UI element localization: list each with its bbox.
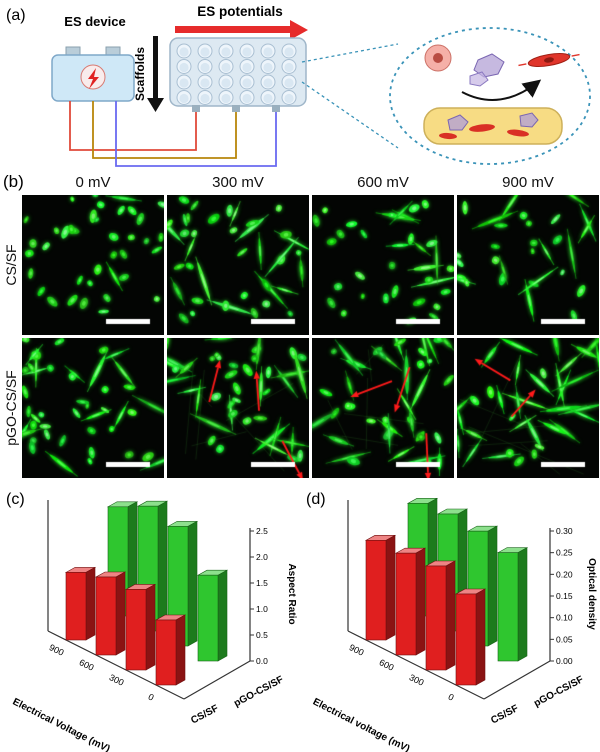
svg-text:Electrical voltage (mV): Electrical voltage (mV) (311, 697, 412, 752)
svg-text:600: 600 (78, 657, 96, 673)
svg-text:0.5: 0.5 (256, 630, 268, 640)
svg-text:pGO-CS/SF: pGO-CS/SF (532, 674, 585, 709)
seeded-cell (507, 129, 529, 137)
svg-text:0.15: 0.15 (556, 591, 573, 601)
plate-post (272, 105, 280, 112)
scaffold-slab (423, 107, 563, 145)
svg-text:300: 300 (108, 672, 126, 688)
svg-text:900: 900 (348, 642, 366, 658)
svg-text:0.10: 0.10 (556, 613, 573, 623)
svg-text:0.25: 0.25 (556, 548, 573, 558)
column-header-300mv: 300 mV (212, 174, 264, 191)
svg-text:(d): (d) (306, 491, 326, 508)
wire-red (69, 101, 197, 151)
differentiation-arrow (461, 79, 542, 101)
plate-wells (176, 43, 297, 105)
svg-text:Aspect Ratio: Aspect Ratio (286, 563, 297, 624)
svg-text:1.5: 1.5 (256, 578, 268, 588)
svg-text:Optical density: Optical density (586, 558, 597, 630)
svg-text:900: 900 (48, 642, 66, 658)
row-label-pgo-cs-sf: pGO-CS/SF (3, 370, 19, 446)
svg-text:0.05: 0.05 (556, 634, 573, 644)
well-plate (169, 37, 307, 112)
magnified-inset (389, 27, 591, 165)
micrograph-cs-sf-900mv (457, 195, 599, 335)
schematic-panel-a: (a) ES device ES potentials Scaffolds (6, 4, 591, 167)
aspect-ratio-chart: 0.0 0.5 1.0 1.5 2.0 2.5 900 600 300 0CS/SF pGO-CS/… (6, 491, 297, 752)
wires (69, 101, 277, 167)
svg-text:0.30: 0.30 (556, 526, 573, 536)
micrograph-cs-sf-300mv (167, 195, 309, 335)
plate-post (192, 105, 200, 112)
go-flake (469, 71, 489, 87)
column-header-900mv: 900 mV (502, 174, 554, 191)
svg-text:300: 300 (408, 672, 426, 688)
go-flake (519, 112, 539, 128)
svg-text:2.0: 2.0 (256, 552, 268, 562)
magnify-line (301, 43, 399, 63)
es-potentials-arrow (175, 20, 308, 40)
elongated-cell (518, 52, 580, 68)
wire-gold (92, 101, 237, 159)
micrograph-cs-sf-600mv (312, 195, 454, 335)
svg-text:CS/SF: CS/SF (189, 703, 220, 727)
go-flake (447, 114, 469, 131)
column-header-600mv: 600 mV (357, 174, 409, 191)
svg-text:CS/SF: CS/SF (489, 703, 520, 727)
svg-text:Electrical Voltage (mV): Electrical Voltage (mV) (11, 696, 112, 752)
svg-text:(c): (c) (6, 491, 25, 508)
es-potentials-label: ES potentials (197, 4, 283, 19)
plate-post (232, 105, 240, 112)
micrograph-pgo-cs-sf-900mv (457, 338, 599, 478)
row-label-cs-sf: CS/SF (3, 244, 19, 286)
svg-text:0.0: 0.0 (256, 656, 268, 666)
round-cell-nucleus (433, 53, 443, 63)
es-device-label: ES device (64, 14, 125, 29)
svg-text:600: 600 (378, 657, 396, 673)
go-flake (473, 53, 505, 78)
svg-text:0.20: 0.20 (556, 569, 573, 579)
lightning-icon (88, 68, 99, 89)
seeded-cell (469, 124, 495, 132)
svg-text:0.00: 0.00 (556, 656, 573, 666)
svg-text:0: 0 (447, 692, 456, 703)
es-device-illustration: ES device (51, 14, 135, 102)
micrograph-cs-sf-0mv (22, 195, 164, 335)
svg-text:1.0: 1.0 (256, 604, 268, 614)
svg-text:2.5: 2.5 (256, 526, 268, 536)
optical-density-chart: 0.00 0.05 0.10 0.15 0.20 0.25 0.30 900 600 300 0CS… (306, 491, 597, 752)
seeded-cell (439, 132, 457, 140)
column-header-0mv: 0 mV (75, 174, 111, 191)
svg-text:pGO-CS/SF: pGO-CS/SF (232, 674, 285, 709)
panel-b-label: (b) (3, 172, 24, 191)
wire-blue (115, 101, 277, 167)
micrograph-pgo-cs-sf-0mv (22, 338, 164, 478)
scaffolds-label: Scaffolds (133, 47, 147, 101)
svg-text:0: 0 (147, 692, 156, 703)
panel-a-label: (a) (6, 7, 26, 24)
magnify-line (301, 81, 399, 149)
micrograph-pgo-cs-sf-600mv (312, 338, 454, 478)
micrograph-pgo-cs-sf-300mv (167, 338, 309, 478)
scaffolds-arrow (147, 36, 164, 112)
